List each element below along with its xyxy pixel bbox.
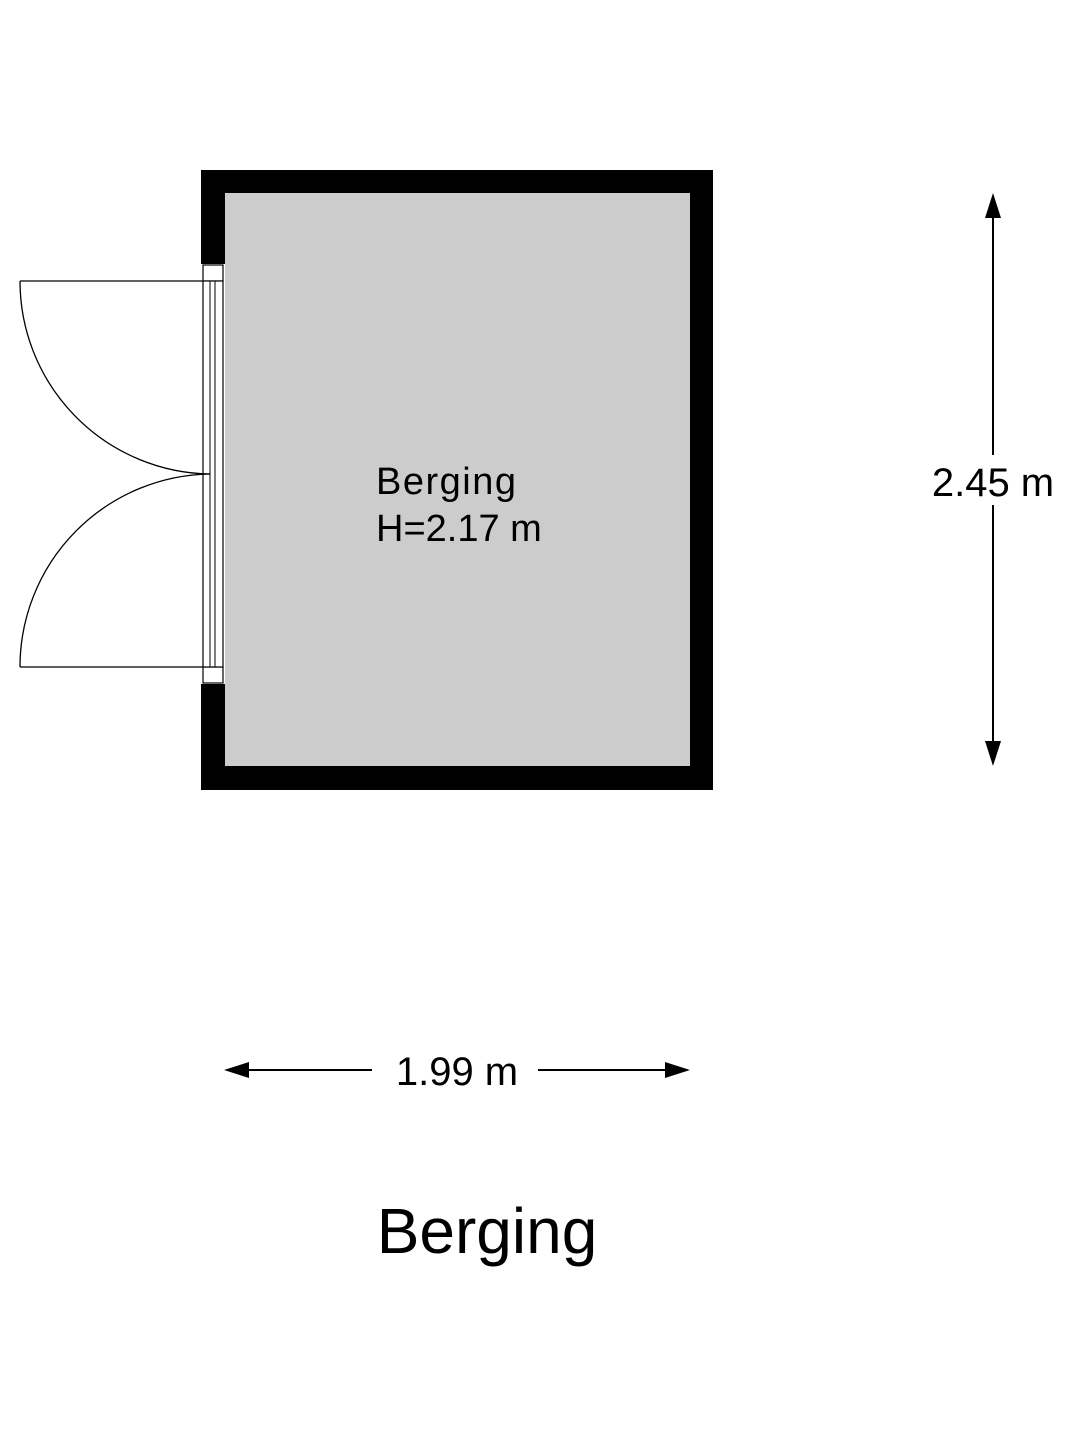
width-dimension: 1.99 m (224, 1050, 690, 1094)
arrow-left-icon (224, 1062, 249, 1078)
arrow-up-icon (985, 193, 1001, 218)
walls (201, 170, 713, 790)
door-jamb-top (202, 264, 224, 282)
double-door (19, 280, 211, 668)
depth-dimension: 2.45 m (932, 193, 1054, 766)
wall-left-upper (201, 170, 225, 264)
wall-top (201, 170, 713, 193)
room-name: Berging (376, 461, 517, 503)
plan-title: Berging (377, 1195, 598, 1267)
wall-bottom (201, 766, 713, 790)
door-jamb-bottom (202, 666, 224, 684)
arrow-down-icon (985, 741, 1001, 766)
room-height: H=2.17 m (376, 508, 542, 550)
arrow-right-icon (665, 1062, 690, 1078)
room-floor (225, 193, 690, 766)
door-swing-lower (19, 473, 211, 668)
wall-right (690, 170, 713, 790)
width-dimension-label: 1.99 m (396, 1050, 518, 1094)
wall-left-lower (201, 684, 225, 790)
door-swing-upper (19, 280, 211, 475)
depth-dimension-label: 2.45 m (932, 461, 1054, 505)
